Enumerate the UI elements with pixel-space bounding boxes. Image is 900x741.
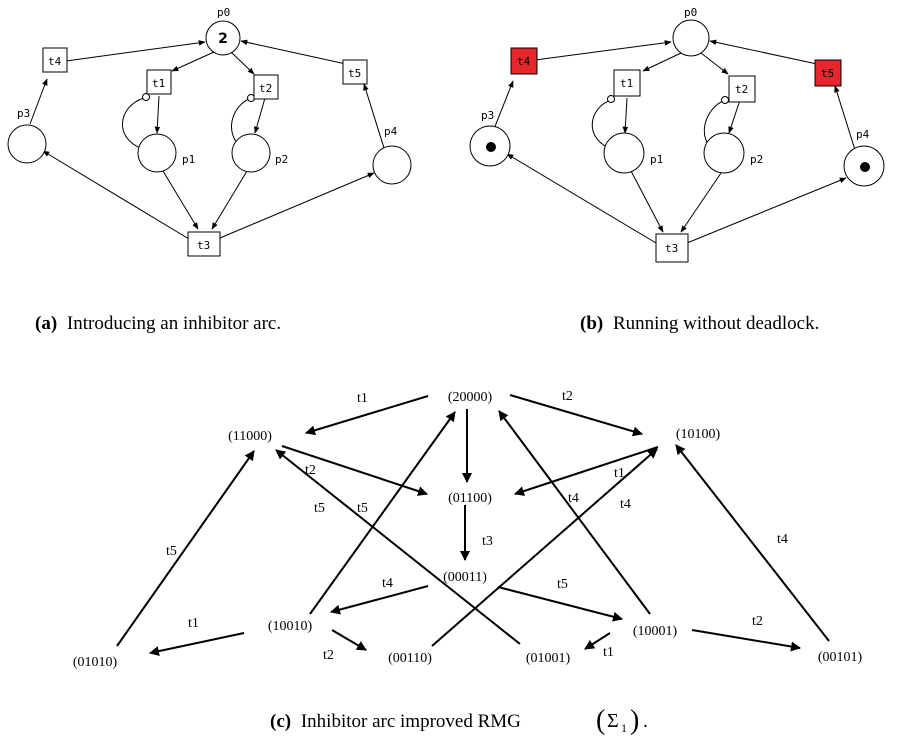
label-t1-b: t1 [620,77,633,90]
place-p2-b [703,132,745,174]
state-01001: (01001) [526,651,571,666]
place-p1-b [603,132,645,174]
edge-label-t1-mid: t1 [614,466,625,481]
state-10001: (10001) [633,624,678,639]
edge-label-t3: t3 [482,534,493,549]
edge-label-t1-top: t1 [357,391,368,406]
caption-b: (b) Running without deadlock. [580,313,819,334]
transition-t2 [253,74,279,100]
label-p4: p4 [384,125,398,138]
token-p4 [860,162,870,172]
state-10100: (10100) [676,427,721,442]
label-t5: t5 [348,67,361,80]
label-t2: t2 [259,82,272,95]
transition-t4 [42,47,68,73]
place-p1 [137,133,177,173]
svg-text:): ) [630,705,639,736]
edge-label-t2-br: t2 [752,614,763,629]
label-p0: p0 [217,6,230,19]
edge-label-t1-low: t1 [188,616,199,631]
label-p4-b: p4 [856,128,870,141]
edge-label-t4-low: t4 [382,576,393,591]
transition-t5 [342,59,368,85]
place-p2 [231,133,271,173]
caption-c-text: Inhibitor arc improved RMG [301,711,521,732]
state-00011: (00011) [443,570,487,585]
transition-t3-b [655,233,689,263]
caption-c: (c) Inhibitor arc improved RMG [270,711,521,732]
label-t3-b: t3 [665,242,678,255]
edge-label-t5-b: t5 [357,501,368,516]
place-p0-b [672,19,710,57]
place-p4 [372,145,412,185]
transition-t2-b [728,75,756,103]
state-00110: (00110) [388,651,432,666]
caption-b-text: Running without deadlock. [613,313,819,334]
state-01010: (01010) [73,655,118,670]
edge-label-t2-low: t2 [323,648,334,663]
edge-label-t5-a: t5 [314,501,325,516]
state-01100: (01100) [448,491,492,506]
edge-label-t1-br: t1 [603,645,614,660]
label-t4: t4 [48,55,62,68]
panel-a-petri-net: 2 p0 p1 p2 p3 p4 t4 t1 t2 t5 t3 [7,6,412,257]
label-p3: p3 [17,107,30,120]
place-p3 [7,124,47,164]
svg-text:(: ( [596,705,605,736]
caption-c-sigma-group: ( Σ 1 ) . [596,705,648,736]
state-11000: (11000) [228,429,272,444]
edge-label-t4-a: t4 [568,491,579,506]
label-p0-b: p0 [684,6,697,19]
caption-c-prefix: (c) [270,711,291,732]
caption-a-prefix: (a) [35,313,57,334]
edge-label-t5-low: t5 [557,577,568,592]
panel-b-petri-net: p0 p1 p2 p3 p4 t4 t1 t2 t5 t3 [469,6,885,263]
caption-c-sigma: Σ [607,710,619,732]
label-p2-b: p2 [750,153,763,166]
label-t5-b: t5 [821,67,834,80]
label-t3: t3 [197,239,210,252]
transition-t5-b [814,59,842,87]
caption-b-prefix: (b) [580,313,603,334]
transition-t1 [146,69,172,95]
state-20000: (20000) [448,390,493,405]
state-00101: (00101) [818,650,863,665]
label-p3-b: p3 [481,109,494,122]
caption-c-subscript: 1 [621,721,627,735]
label-p2: p2 [275,153,288,166]
edge-label-t2-mid: t2 [305,463,316,478]
label-t1: t1 [152,77,165,90]
caption-a: (a) Introducing an inhibitor arc. [35,313,281,334]
transition-t4-b [510,47,538,75]
caption-a-text: Introducing an inhibitor arc. [67,313,281,334]
label-t2-b: t2 [735,83,748,96]
state-10010: (10010) [268,619,313,634]
edge-label-t5-left: t5 [166,544,177,559]
edge-label-t4-right: t4 [777,532,788,547]
transition-t1-b [613,69,641,97]
token-p3 [486,142,496,152]
transition-t3 [187,231,221,257]
edge-label-t4-b: t4 [620,497,631,512]
label-t4-b: t4 [517,55,531,68]
p0-token-count: 2 [218,31,228,47]
label-p1: p1 [182,153,195,166]
place-p0 [205,20,241,56]
caption-c-end: . [643,711,648,732]
panel-c-rmg: (20000) (11000) (10100) (01100) (00011) … [73,389,863,670]
edge-label-t2-top: t2 [562,389,573,404]
label-p1-b: p1 [650,153,663,166]
